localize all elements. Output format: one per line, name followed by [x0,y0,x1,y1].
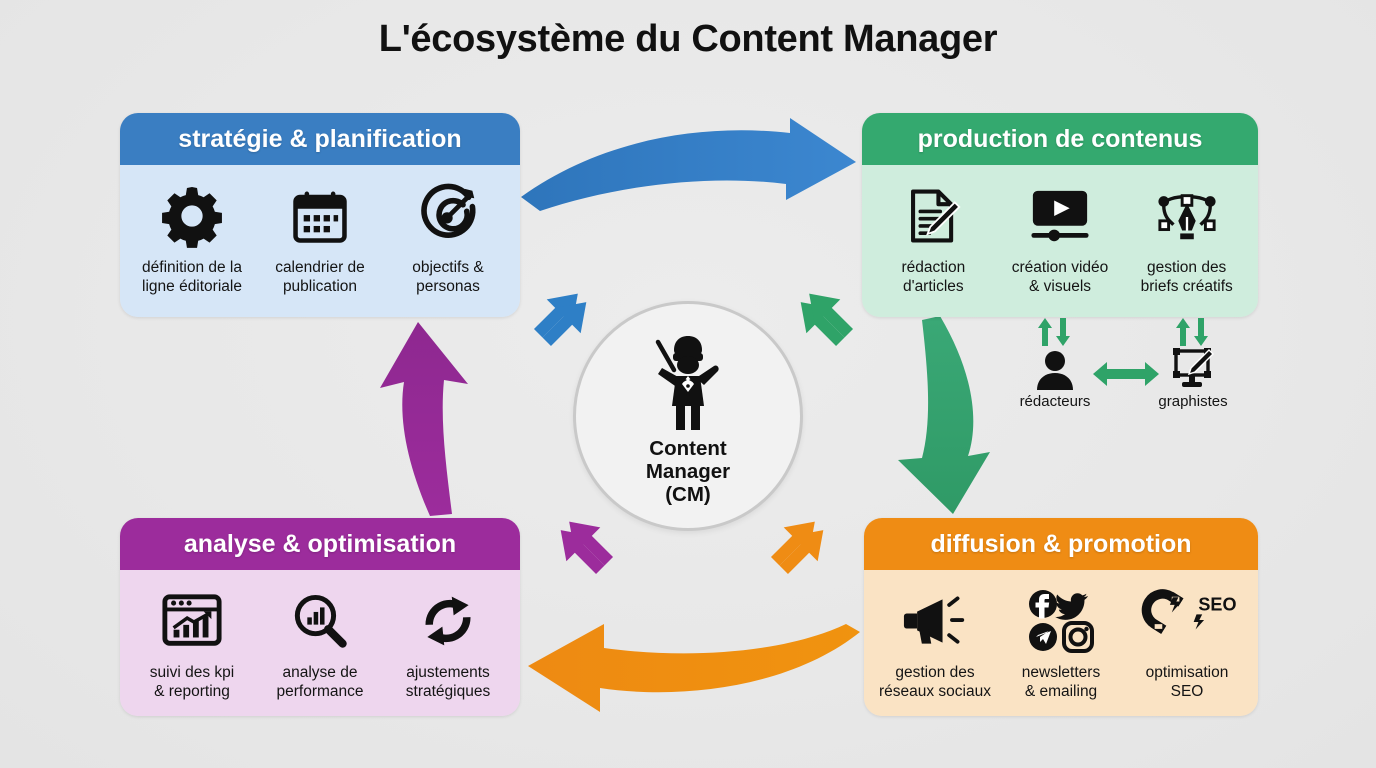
item-label: rédaction d'articles [901,259,966,295]
social-networks-icon [1028,584,1094,658]
panel-analyse-header: analyse & optimisation [120,518,520,570]
center-label: Content Manager (CM) [645,437,731,506]
page-title: L'écosystème du Content Manager [378,18,998,60]
subrole-graphistes[interactable]: graphistes [1141,342,1245,410]
dashboard-chart-icon [161,584,223,658]
panel-production[interactable]: production de contenus [862,113,1258,317]
person-icon [1003,342,1107,390]
panel-diffusion-header: diffusion & promotion [864,518,1258,570]
item-gestion-briefs-creatifs[interactable]: gestion des briefs créatifs [1123,179,1250,297]
item-optimisation-seo[interactable]: SEO optimisation SEO [1124,584,1250,702]
redacteurs-graphistes-link-arrow [1093,362,1159,386]
pen-tool-icon [1156,179,1218,253]
item-redaction-articles[interactable]: rédaction d'articles [870,179,997,297]
item-label: définition de la ligne éditoriale [142,259,242,295]
design-tablet-icon [1141,342,1245,390]
arrow-strategie-to-production [521,118,856,211]
item-objectifs-personas[interactable]: objectifs & personas [384,179,512,297]
item-label: calendrier de publication [275,259,365,295]
subrole-label: graphistes [1158,393,1228,410]
arrow-diffusion-to-analyse [528,624,860,712]
conductor-icon [640,326,736,434]
item-label: création vidéo & visuels [1011,259,1109,295]
item-suivi-kpi-reporting[interactable]: suivi des kpi & reporting [128,584,256,702]
item-label: optimisation SEO [1145,664,1229,700]
item-label: suivi des kpi & reporting [149,664,235,700]
item-label: gestion des briefs créatifs [1140,259,1233,295]
target-icon [418,179,478,253]
panel-diffusion[interactable]: diffusion & promotion gestion [864,518,1258,716]
item-label: gestion des réseaux sociaux [878,664,991,700]
video-player-icon [1029,179,1091,253]
arrow-analyse-to-strategie [380,322,468,516]
item-analyse-performance[interactable]: analyse de performance [256,584,384,702]
panel-strategie-header: stratégie & planification [120,113,520,165]
item-definition-ligne-editoriale[interactable]: définition de la ligne éditoriale [128,179,256,297]
center-link-diffusion [770,521,824,575]
item-creation-video-visuels[interactable]: création vidéo & visuels [997,179,1124,297]
item-label: objectifs & personas [412,259,484,295]
subroles-group: rédacteurs graphistes [995,312,1257,416]
item-label: ajustements stratégiques [405,664,491,700]
graphistes-updown-arrows [1176,318,1208,346]
item-ajustements-strategiques[interactable]: ajustements stratégiques [384,584,512,702]
seo-magnet-icon: SEO [1141,584,1236,658]
redacteurs-updown-arrows [1038,318,1070,346]
panel-production-header: production de contenus [862,113,1258,165]
subrole-redacteurs[interactable]: rédacteurs [1003,342,1107,410]
document-pencil-icon [904,179,962,253]
item-calendrier-publication[interactable]: calendrier de publication [256,179,384,297]
item-label: analyse de performance [276,664,364,700]
gear-icon [161,179,223,253]
magnifier-chart-icon [291,584,349,658]
item-newsletters-emailing[interactable]: newsletters & emailing [998,584,1124,702]
center-link-analyse [560,521,614,575]
megaphone-icon [903,584,967,658]
center-link-strategie [533,293,587,347]
seo-badge-text: SEO [1198,595,1236,615]
item-label: newsletters & emailing [1021,664,1101,700]
panel-strategie[interactable]: stratégie & planification définition de … [120,113,520,317]
calendar-icon [291,179,349,253]
subroles-arrow-layer [1038,318,1208,386]
panel-analyse[interactable]: analyse & optimisation [120,518,520,716]
refresh-cycle-icon [418,584,478,658]
center-content-manager[interactable]: Content Manager (CM) [573,301,803,531]
subrole-label: rédacteurs [1019,393,1091,410]
arrow-production-to-diffusion [898,316,990,514]
center-link-production [800,293,854,347]
item-gestion-reseaux-sociaux[interactable]: gestion des réseaux sociaux [872,584,998,702]
